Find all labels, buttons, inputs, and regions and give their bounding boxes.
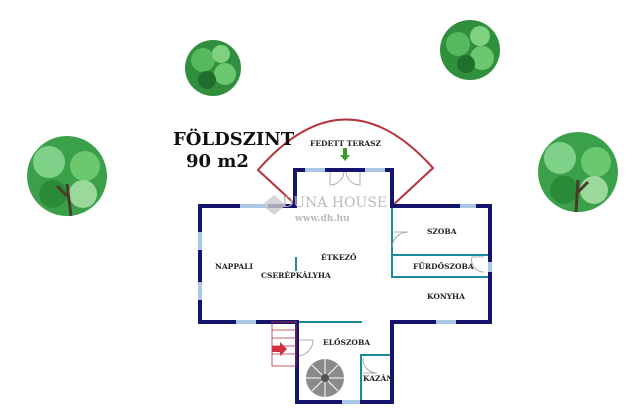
doors [296,170,485,374]
tree-icon [538,132,618,213]
terrace-outline [256,118,435,207]
entrance-arrow-icon [340,148,350,161]
room-label-terrace: FEDETT TERASZ [310,139,382,148]
spiral-staircase-icon [306,359,344,397]
room-label-bedroom: SZOBA [427,227,457,236]
tree-icon [27,136,107,217]
room-label-stove: CSERÉPKÁLYHA [261,271,331,280]
watermark-brand: DUNA HOUSE [282,195,388,211]
room-label-living: NAPPALI [215,262,254,271]
watermark-url: www.dh.hu [295,214,350,224]
stairs-arrow-icon [272,342,287,356]
stairs [271,321,297,367]
tree-icon [185,40,241,96]
room-label-kitchen: KONYHA [427,292,465,301]
tree-icon [440,20,500,80]
floor-area: 90 m2 [186,151,249,172]
room-label-boiler: KAZÁN [363,374,394,383]
room-label-hall: ELŐSZOBA [323,338,371,347]
room-label-dining: ÉTKEZŐ [321,253,357,262]
outer-walls [198,168,492,404]
floor-level-title: FÖLDSZINT [173,129,295,150]
duna-house-logo-icon [262,195,286,215]
room-label-bathroom: FÜRDŐSZOBA [413,262,474,271]
